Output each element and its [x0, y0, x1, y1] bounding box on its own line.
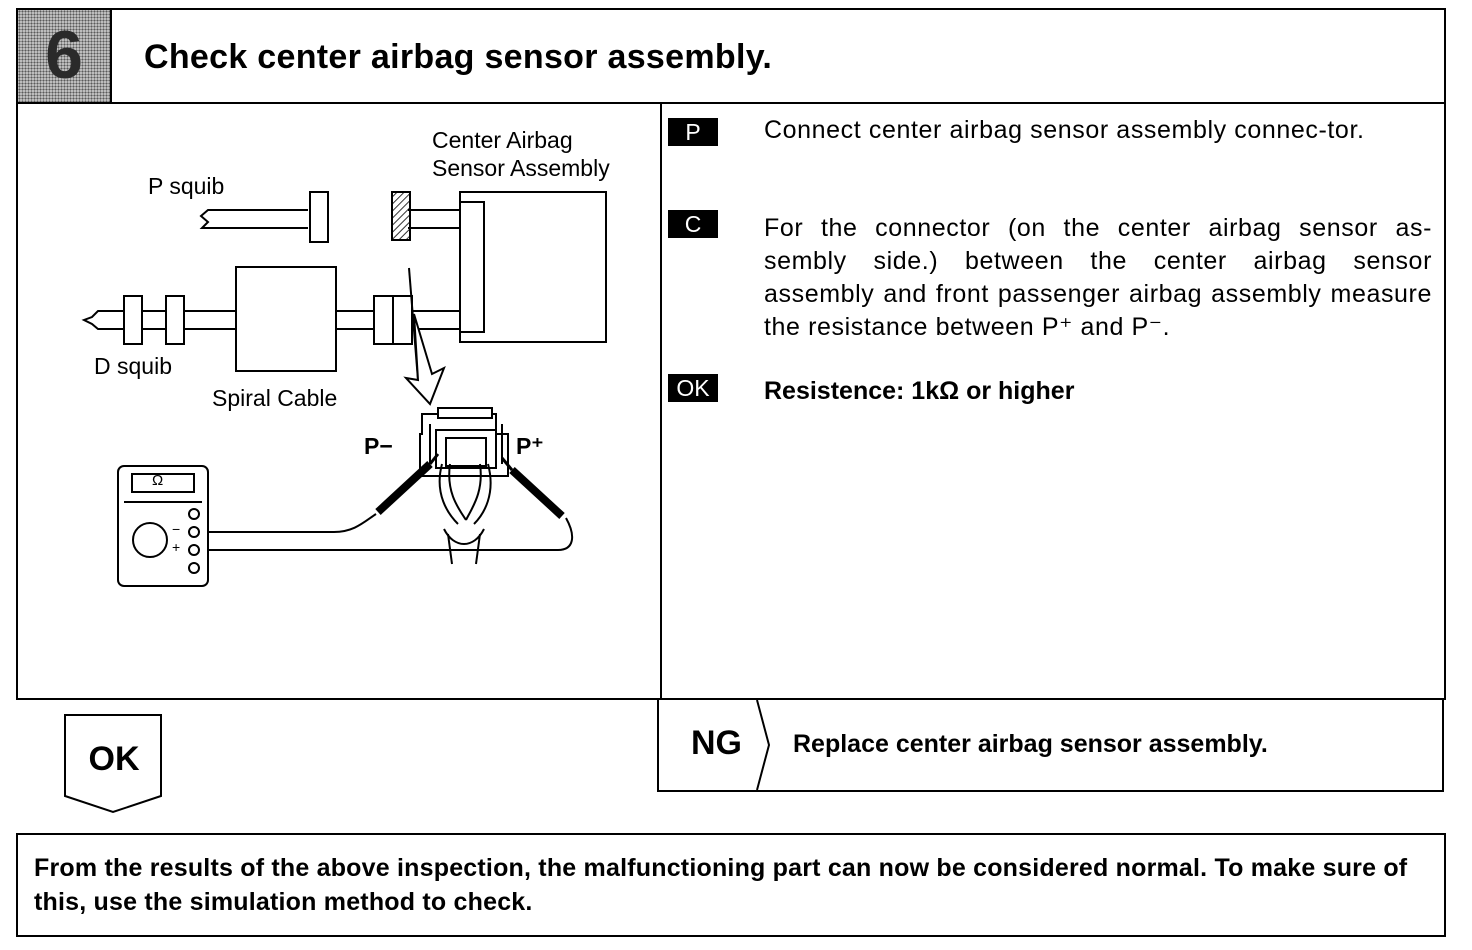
ok-criteria: Resistence: 1kΩ or higher	[764, 377, 1075, 405]
label-sensor-assembly: Sensor Assembly	[432, 155, 610, 181]
instruction-measure: For the connector (on the center airbag …	[764, 214, 1432, 341]
ok-arrow-icon	[64, 714, 162, 814]
probe-minus	[375, 461, 433, 515]
badge-c: C	[668, 210, 718, 238]
sensor-hatched-plug	[391, 191, 411, 241]
label-p-plus: P⁺	[516, 433, 544, 459]
badge-ok: OK	[668, 374, 718, 402]
footer-text: From the results of the above inspection…	[34, 854, 1408, 916]
callout-arrow	[403, 313, 446, 406]
p-squib-body	[199, 209, 308, 229]
multimeter	[117, 465, 209, 587]
ng-action: Replace center airbag sensor assembly.	[793, 730, 1268, 758]
wiring-diagram: Center Airbag Sensor Assembly P squib D …	[18, 104, 660, 698]
lead-minus	[208, 513, 377, 533]
step-header: 6 Check center airbag sensor assembly.	[16, 8, 1446, 104]
ng-label: NG	[691, 724, 742, 762]
label-d-squib: D squib	[94, 353, 172, 379]
ohm-icon: Ω	[152, 472, 164, 489]
label-spiral-cable: Spiral Cable	[212, 385, 338, 411]
d-squib-body	[81, 310, 124, 330]
diagram-drawing	[81, 191, 607, 587]
main-panel: Center Airbag Sensor Assembly P squib D …	[16, 102, 1446, 700]
ng-result-box: NG Replace center airbag sensor assembly…	[657, 698, 1444, 792]
center-sensor-body	[459, 191, 607, 343]
label-p-squib: P squib	[148, 173, 225, 199]
meter-plus-label: +	[172, 539, 181, 555]
meter-dial	[132, 522, 168, 558]
lead-plus	[208, 517, 574, 551]
probe-plus	[509, 467, 565, 519]
ok-arrow-label: OK	[88, 740, 140, 778]
p-squib-connector	[309, 191, 329, 243]
label-p-minus: P−	[364, 433, 393, 459]
ng-chevron-icon	[756, 700, 771, 790]
center-sensor-connector	[459, 201, 485, 333]
column-divider	[660, 104, 662, 698]
d-squib-connector-a	[165, 295, 185, 345]
meter-minus-label: −	[172, 521, 181, 537]
label-center-airbag: Center Airbag	[432, 127, 573, 153]
step-number-box: 6	[18, 10, 112, 102]
instruction-connect: Connect center airbag sensor assembly co…	[764, 116, 1365, 144]
spiral-cable-body	[235, 266, 337, 372]
page-title: Check center airbag sensor assembly.	[144, 38, 773, 76]
step-number: 6	[45, 17, 83, 93]
footer-note: From the results of the above inspection…	[16, 833, 1446, 937]
d-squib-connector-b	[123, 295, 143, 345]
badge-p: P	[668, 118, 718, 146]
